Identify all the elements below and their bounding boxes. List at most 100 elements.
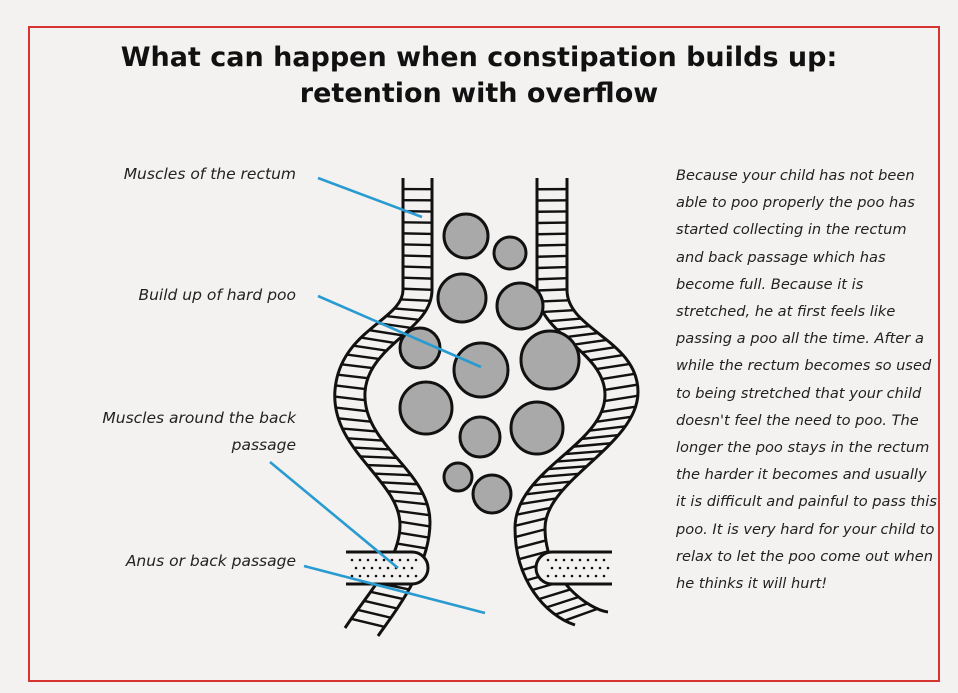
stipple-dot bbox=[559, 567, 562, 570]
muscle-rung bbox=[537, 289, 567, 290]
muscle-rung bbox=[539, 589, 571, 599]
muscle-rung bbox=[381, 482, 417, 484]
stipple-dot bbox=[555, 559, 558, 562]
stipple-dot bbox=[367, 559, 370, 562]
muscle-rung bbox=[597, 364, 630, 369]
muscle-rung bbox=[590, 355, 623, 360]
muscle-rung bbox=[549, 319, 581, 322]
stipple-dot bbox=[567, 567, 570, 570]
poo-ball bbox=[473, 475, 511, 513]
muscle-rung bbox=[543, 310, 574, 312]
muscle-rung bbox=[537, 278, 567, 279]
poo-ball bbox=[444, 463, 472, 491]
muscle-rung bbox=[400, 522, 430, 527]
muscle-rung bbox=[403, 256, 432, 257]
muscle-rung bbox=[393, 501, 427, 505]
muscle-rung bbox=[347, 355, 379, 359]
stipple-dot bbox=[587, 559, 590, 562]
stipple-dot bbox=[579, 575, 582, 578]
muscle-rung bbox=[533, 482, 571, 486]
poo-ball bbox=[497, 283, 543, 329]
stipple-dot bbox=[407, 559, 410, 562]
muscle-rung bbox=[537, 245, 567, 246]
stipple-dot bbox=[563, 575, 566, 578]
muscle-rung bbox=[403, 233, 432, 234]
muscle-rung bbox=[342, 364, 373, 368]
muscle-rung bbox=[605, 396, 638, 401]
muscle-rung bbox=[401, 299, 431, 300]
muscle-rung bbox=[338, 418, 371, 421]
stipple-dot bbox=[375, 559, 378, 562]
muscle-rung bbox=[547, 597, 579, 607]
muscle-rung bbox=[573, 443, 611, 446]
muscle-rung bbox=[557, 326, 589, 329]
muscle-rung bbox=[565, 333, 598, 337]
stipple-dot bbox=[555, 575, 558, 578]
stipple-dot bbox=[563, 559, 566, 562]
muscle-rung bbox=[394, 308, 425, 310]
poo-ball bbox=[511, 402, 563, 454]
label-anus-back-passage: Anus or back passage bbox=[80, 552, 296, 570]
muscle-rung bbox=[403, 267, 432, 268]
muscle-rung bbox=[371, 592, 404, 599]
muscle-rung bbox=[548, 466, 587, 469]
stipple-dot bbox=[599, 567, 602, 570]
muscle-rung bbox=[348, 438, 383, 440]
stipple-dot bbox=[379, 567, 382, 570]
muscle-rung bbox=[336, 408, 367, 412]
stipple-dot bbox=[371, 567, 374, 570]
muscle-rung bbox=[526, 490, 563, 494]
muscle-rung bbox=[403, 244, 432, 245]
muscle-rung bbox=[573, 340, 606, 345]
right-sphincter-muscle bbox=[536, 552, 612, 584]
muscle-rung bbox=[351, 619, 384, 627]
muscle-rung bbox=[367, 465, 404, 466]
muscle-rung bbox=[582, 347, 615, 352]
muscle-rung bbox=[557, 459, 595, 462]
stipple-dot bbox=[391, 575, 394, 578]
muscle-rung bbox=[403, 278, 432, 279]
stipple-dot bbox=[403, 567, 406, 570]
muscle-rung bbox=[537, 234, 567, 235]
stipple-dot bbox=[547, 575, 550, 578]
poo-ball bbox=[460, 417, 500, 457]
stipple-dot bbox=[547, 559, 550, 562]
muscle-rung bbox=[605, 385, 638, 390]
poo-ball bbox=[521, 331, 579, 389]
label-build-up-hard-poo: Build up of hard poo bbox=[100, 286, 296, 304]
stipple-dot bbox=[603, 575, 606, 578]
stipple-dot bbox=[359, 559, 362, 562]
muscle-rung bbox=[397, 544, 426, 549]
muscle-rung bbox=[335, 385, 365, 389]
muscle-rung bbox=[582, 435, 619, 439]
stipple-dot bbox=[367, 575, 370, 578]
muscle-rung bbox=[601, 407, 635, 412]
muscle-rung bbox=[537, 267, 567, 268]
pointer-muscles-rectum bbox=[318, 178, 422, 217]
stipple-dot bbox=[571, 575, 574, 578]
muscle-rung bbox=[353, 346, 386, 351]
label-muscles-back-line-1: Muscles around the back bbox=[60, 405, 296, 432]
poo-ball bbox=[400, 382, 452, 434]
stipple-dot bbox=[595, 559, 598, 562]
muscle-rung bbox=[517, 508, 551, 515]
muscle-rung bbox=[342, 429, 376, 432]
stipple-dot bbox=[363, 567, 366, 570]
stipple-dot bbox=[551, 567, 554, 570]
muscle-rung bbox=[602, 374, 635, 379]
stipple-dot bbox=[407, 575, 410, 578]
stipple-dot bbox=[603, 559, 606, 562]
muscle-rung bbox=[358, 610, 391, 618]
stipple-dot bbox=[415, 559, 418, 562]
explanation-text: Because your child has not been able to … bbox=[676, 162, 938, 597]
muscle-rung bbox=[354, 448, 390, 450]
muscle-rung bbox=[520, 498, 556, 504]
label-muscles-back-line-2: passage bbox=[60, 432, 296, 459]
stipple-dot bbox=[591, 567, 594, 570]
muscle-rung bbox=[565, 451, 603, 454]
muscle-rung bbox=[386, 316, 419, 320]
stipple-dot bbox=[587, 575, 590, 578]
stipple-dot bbox=[579, 559, 582, 562]
stipple-dot bbox=[411, 567, 414, 570]
stipple-dot bbox=[575, 567, 578, 570]
